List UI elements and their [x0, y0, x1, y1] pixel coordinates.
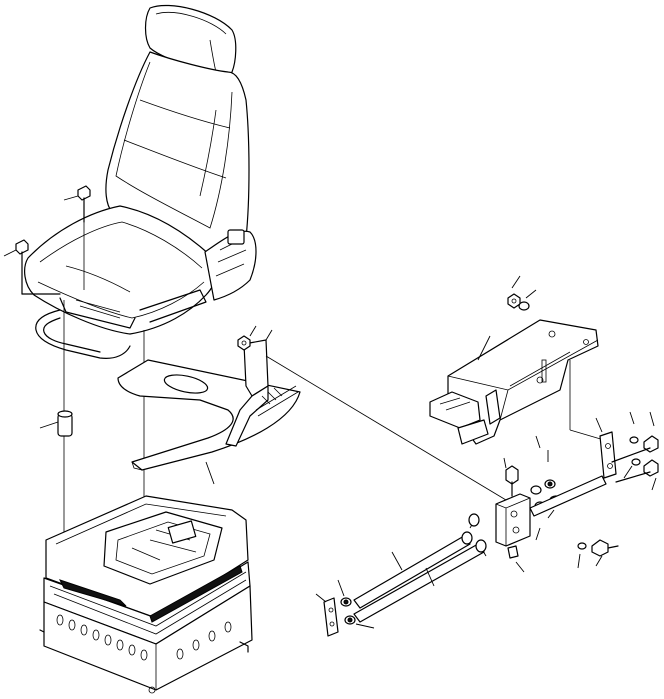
end-plate-right	[595, 411, 659, 491]
suspension-base	[39, 495, 253, 694]
bolt-lower-right	[577, 539, 619, 569]
seat-assembly	[24, 4, 257, 359]
bracket-assembly	[429, 319, 599, 445]
end-plate-left	[315, 579, 375, 637]
seat-plate	[117, 339, 301, 485]
slide-rod-lower	[353, 539, 487, 623]
bracket-nut	[507, 275, 537, 311]
seat-mount-bolt-left	[3, 239, 61, 295]
slide-rod-upper	[353, 513, 480, 609]
spacer-collar	[39, 410, 73, 437]
plate-nut	[237, 325, 273, 351]
seat-mount-bolt-upper	[63, 185, 91, 223]
